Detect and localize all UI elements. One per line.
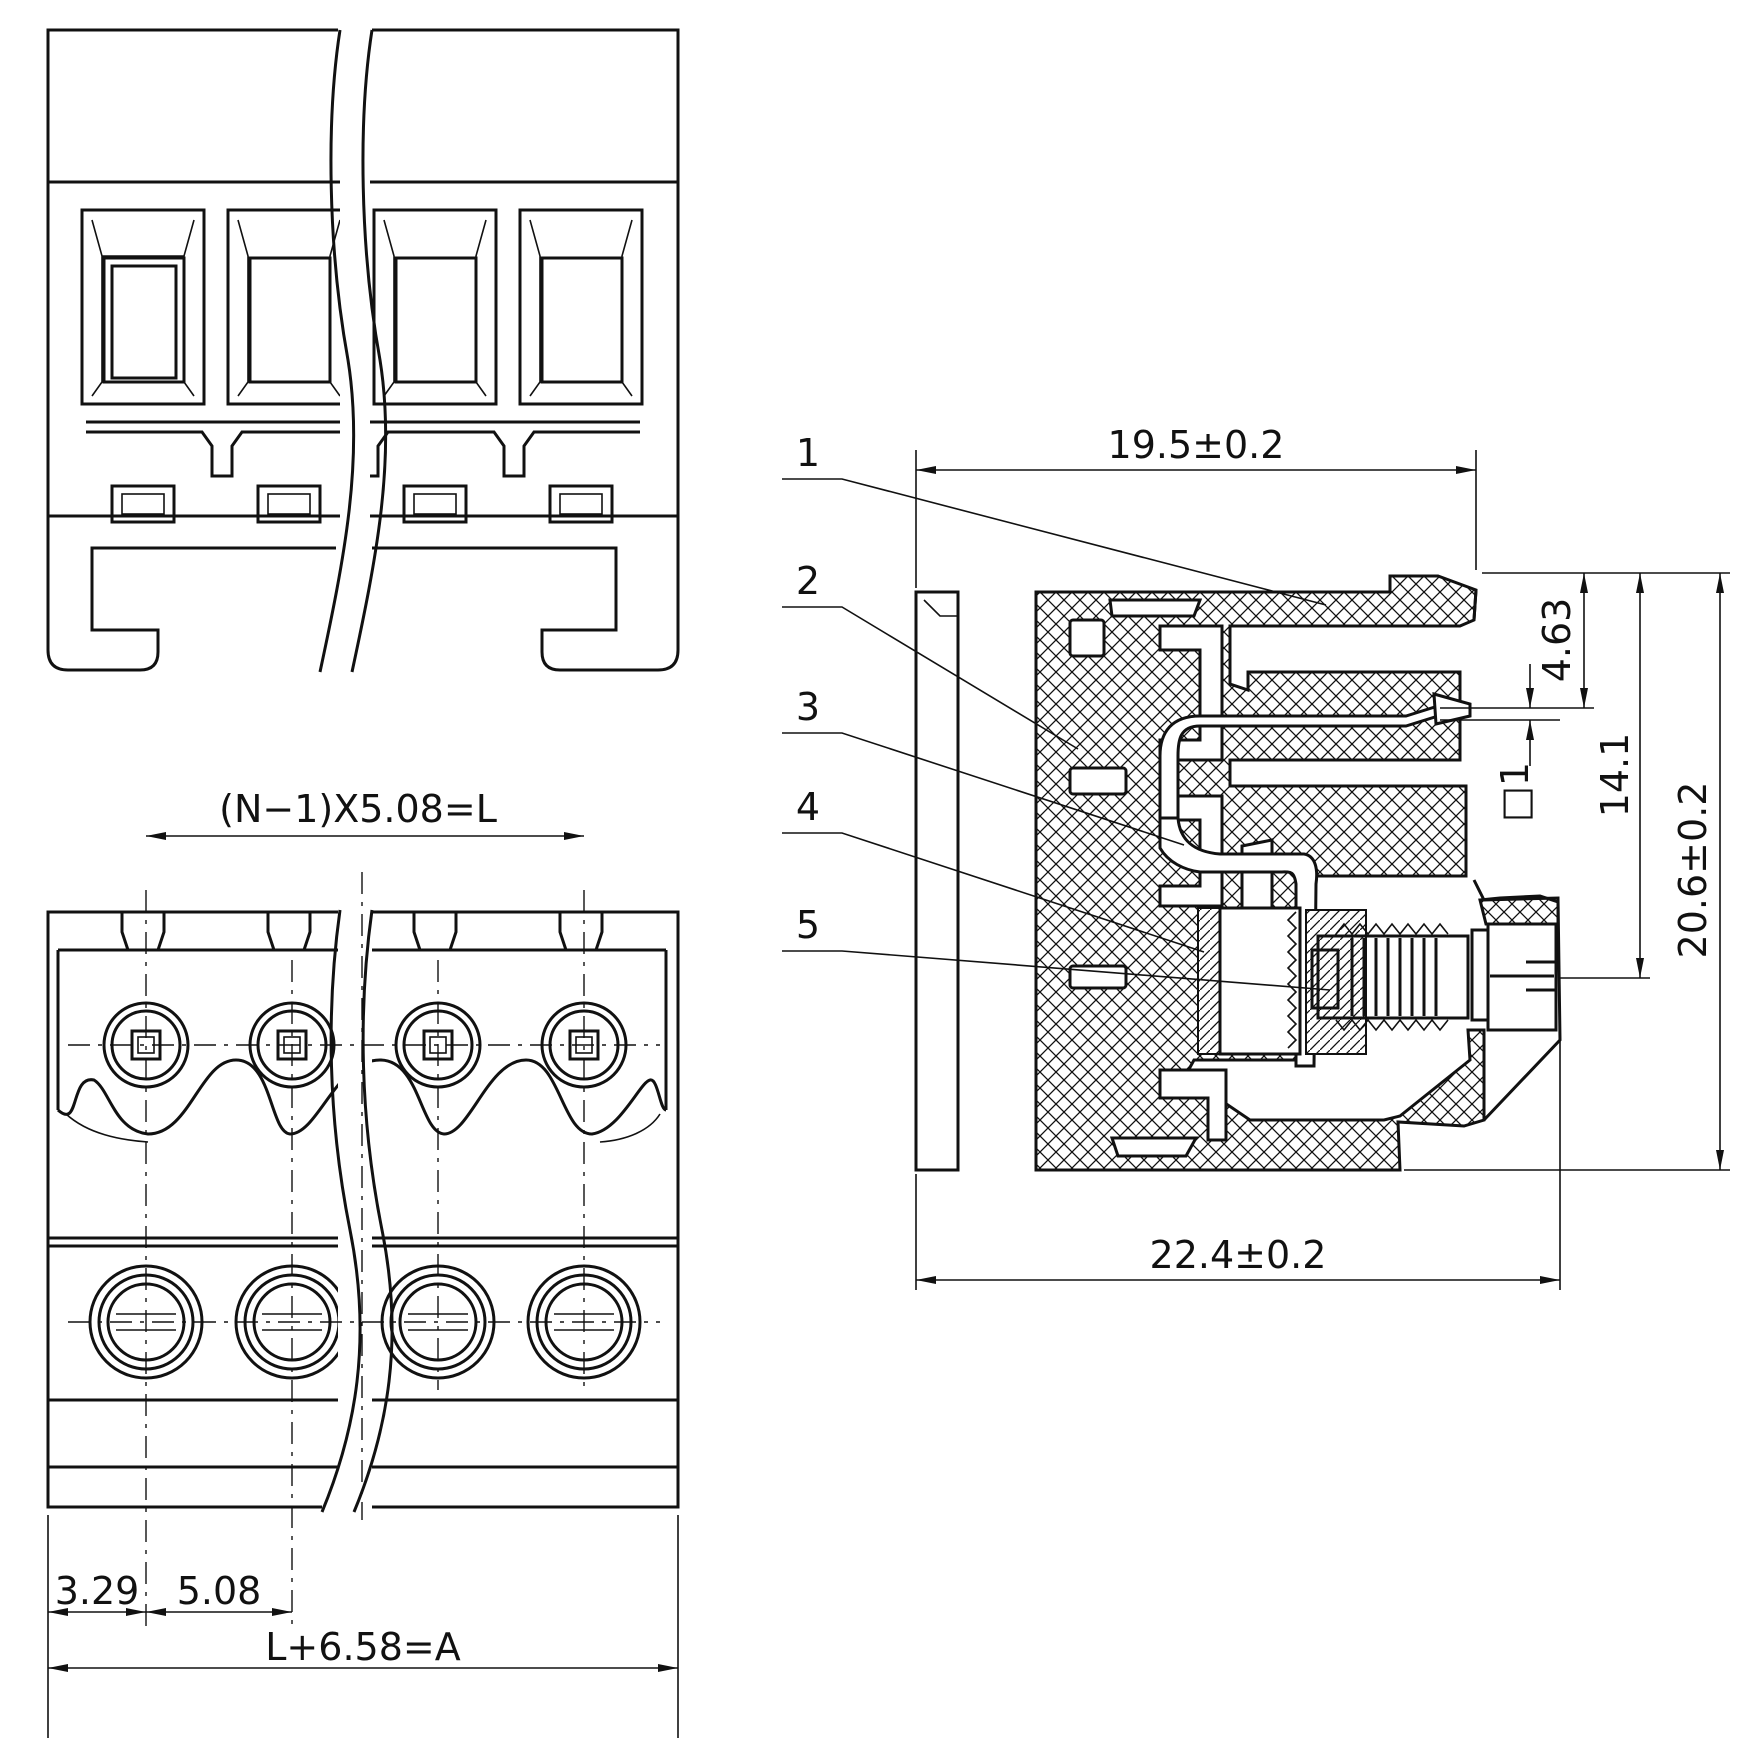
pocket-inner-edge — [65, 1113, 661, 1143]
front-view-outline — [46, 910, 680, 1509]
wire-entry-2 — [226, 208, 352, 406]
latch-window-1 — [110, 484, 176, 524]
side-view-outer-outline — [1472, 589, 1562, 1122]
clamp-screw-side — [1305, 894, 1560, 1055]
dimension-pin-square: □1 — [1493, 762, 1537, 822]
callout-3: 3 — [796, 685, 820, 729]
dimension-total-height: 20.6±0.2 — [1671, 782, 1715, 959]
front-face-plate — [914, 590, 960, 1172]
dimension-pin-offset: 4.63 — [1535, 598, 1579, 683]
break-gap-top — [340, 20, 370, 680]
top-ribs — [120, 912, 604, 951]
top-view-outline — [46, 28, 680, 672]
latch-window-2 — [256, 484, 322, 524]
dimension-bottom-width: 22.4±0.2 — [1150, 1233, 1327, 1277]
callout-5: 5 — [796, 903, 820, 947]
dimension-first-pitch: 3.29 — [55, 1569, 140, 1613]
front-view: (N−1)X5.08=L 3.29 5.08 L+6.58=A — [46, 787, 680, 1738]
terminal-body — [1158, 816, 1319, 1068]
dimension-total-length: L+6.58=A — [265, 1625, 460, 1669]
callout-2: 2 — [796, 559, 820, 603]
wire-entry-1 — [80, 208, 206, 406]
latch-window-3 — [402, 484, 468, 524]
callout-1: 1 — [796, 431, 820, 475]
latch-window-4 — [548, 484, 614, 524]
callout-4: 4 — [796, 785, 820, 829]
wire-entry-4 — [518, 208, 644, 406]
dimension-pitch: 5.08 — [177, 1569, 262, 1613]
dimension-height-to-screw: 14.1 — [1593, 733, 1637, 818]
break-line-top — [318, 29, 388, 673]
callout-leaders: 1 2 3 4 5 — [782, 431, 1331, 991]
wire-entry-3 — [372, 208, 498, 406]
break-line-front — [320, 909, 394, 1513]
break-gap-front — [338, 905, 372, 1515]
front-dimensions: (N−1)X5.08=L 3.29 5.08 L+6.58=A — [47, 787, 679, 1738]
dimension-pitch-formula: (N−1)X5.08=L — [219, 787, 497, 831]
side-view: 1 2 3 4 5 19.5±0.2 22.4±0.2 4.63 □1 14.1… — [782, 423, 1730, 1290]
side-dimensions: 19.5±0.2 22.4±0.2 4.63 □1 14.1 20.6±0.2 — [915, 423, 1730, 1290]
contact-pin — [1158, 691, 1472, 820]
center-lines — [68, 872, 660, 1630]
dimension-top-width: 19.5±0.2 — [1108, 423, 1285, 467]
top-view — [46, 20, 680, 680]
